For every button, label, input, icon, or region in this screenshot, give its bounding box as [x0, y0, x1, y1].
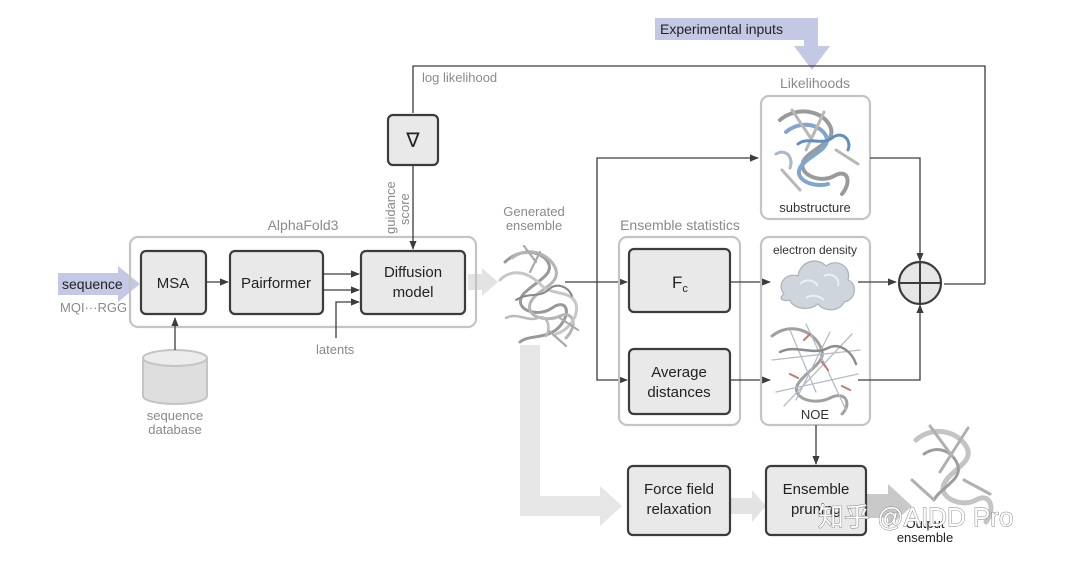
sequence-database-icon — [142, 349, 208, 405]
ensemble-statistics-title: Ensemble statistics — [620, 217, 740, 233]
gradient-symbol: ∇ — [405, 130, 420, 152]
generated-ensemble-line2: ensemble — [506, 218, 562, 233]
guidance-label-line1: guidance — [383, 181, 398, 234]
diffusion-label-line1: Diffusion — [384, 264, 442, 281]
alphafold3-title: AlphaFold3 — [268, 217, 339, 233]
average-distances-node: Average distances — [627, 347, 732, 416]
arrow-noe-sum — [858, 304, 924, 381]
electron-density-image — [780, 260, 855, 311]
arrow-ensemble-distances — [596, 282, 628, 384]
generated-ensemble-structure — [498, 244, 580, 348]
plus-icon — [899, 262, 941, 304]
flow-arrows — [468, 268, 912, 528]
experimental-inputs-arrow: Experimental inputs — [655, 18, 830, 70]
sequence-label: sequence — [62, 276, 123, 292]
guidance-label-line2: score — [397, 193, 412, 225]
fc-label-sub: c — [682, 283, 688, 295]
output-ensemble-structure — [910, 424, 994, 525]
substructure-label: substructure — [779, 200, 851, 215]
substructure-panel: substructure — [759, 94, 872, 221]
substructure-protein-image — [774, 108, 860, 196]
force-field-line1: Force field — [644, 481, 714, 498]
log-likelihood-feedback-line — [412, 65, 986, 284]
ensemble-statistics-group: Ensemble statistics — [617, 217, 742, 427]
msa-label: MSA — [157, 275, 190, 292]
output-ensemble-line2: ensemble — [897, 530, 953, 545]
average-distances-line2: distances — [647, 384, 710, 401]
sequence-input-arrow: sequence MQI···RGG — [58, 266, 140, 315]
watermark-text: 知乎 @AIDD Pro — [818, 502, 1013, 532]
alphafold3-group: AlphaFold3 — [128, 217, 478, 329]
arrow-latents — [335, 298, 360, 338]
output-ensemble-line1: Output — [905, 516, 944, 531]
diffusion-model-node: Diffusion model — [359, 249, 467, 316]
average-distances-line1: Average — [651, 364, 707, 381]
arrow-substructure-sum — [870, 157, 924, 262]
noe-structure-image — [770, 323, 861, 416]
fc-node: Fc — [627, 247, 732, 314]
pairformer-label: Pairformer — [241, 275, 311, 292]
ensemble-pruning-line2: pruning — [791, 501, 841, 518]
sequence-database-line2: database — [148, 422, 202, 437]
diffusion-label-line2: model — [393, 284, 434, 301]
pairformer-node: Pairformer — [228, 249, 325, 316]
electron-density-label: electron density — [773, 243, 857, 257]
arrow-ensemble-substructure — [596, 154, 759, 282]
fc-label: Fc — [672, 273, 688, 295]
ensemble-pruning-node: Ensemble pruning — [764, 464, 868, 537]
ensemble-pruning-line1: Ensemble — [783, 481, 850, 498]
fc-label-main: F — [672, 273, 682, 292]
gradient-node: ∇ — [386, 113, 440, 167]
sequence-example: MQI···RGG — [60, 300, 127, 315]
sequence-database-line1: sequence — [147, 408, 203, 423]
generated-ensemble-line1: Generated — [503, 204, 564, 219]
likelihoods-title: Likelihoods — [780, 75, 850, 91]
msa-node: MSA — [139, 249, 208, 316]
force-field-line2: relaxation — [646, 501, 711, 518]
sum-node — [897, 260, 943, 306]
noe-label: NOE — [801, 407, 830, 422]
latents-label: latents — [316, 342, 355, 357]
force-field-relaxation-node: Force field relaxation — [626, 464, 732, 537]
log-likelihood-label: log likelihood — [422, 70, 497, 85]
experimental-inputs-label: Experimental inputs — [660, 21, 783, 37]
density-noe-panel: electron density NOE — [759, 235, 872, 427]
